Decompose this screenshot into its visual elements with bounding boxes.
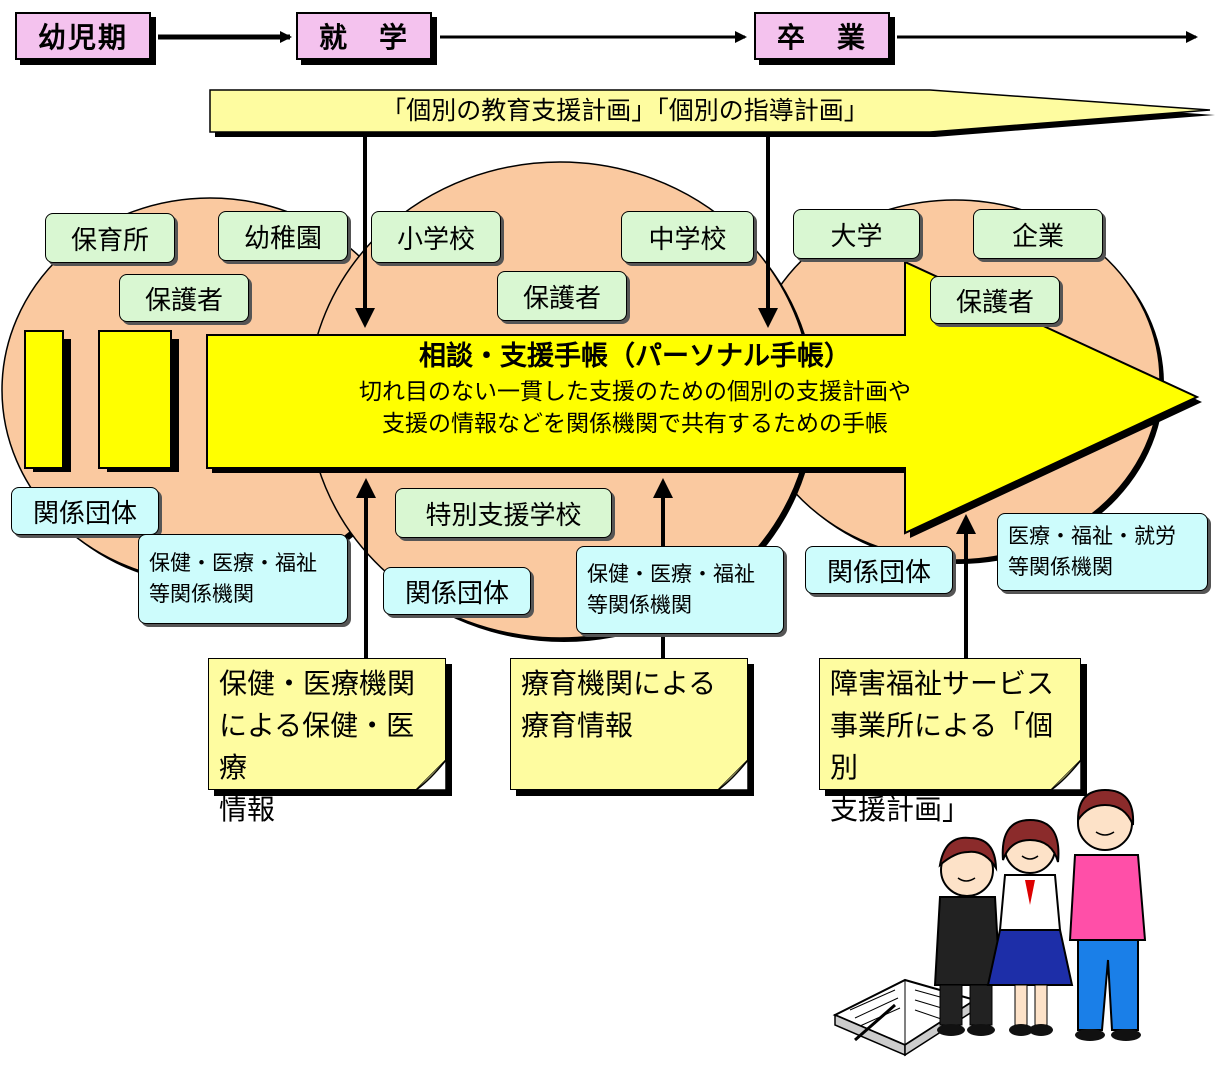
box-guardian-school: 保護者	[497, 271, 627, 321]
note-welfare-line-1: 障害福祉サービス	[830, 667, 1055, 700]
box-special-support-school: 特別支援学校	[395, 488, 612, 538]
note-therapy-line-2: 療育情報	[521, 709, 634, 742]
handbook-description-line-2: 支援の情報などを関係機関で共有するための手帳	[382, 411, 888, 437]
plan-banner-text: 「個別の教育支援計画」「個別の指導計画」	[381, 96, 869, 125]
plan-banner-shape	[209, 89, 1215, 137]
box-nursery: 保育所	[45, 213, 175, 263]
page-fold-icon	[1051, 760, 1081, 790]
box-agencies-after: 医療・福祉・就労 等関係機関	[997, 513, 1208, 591]
page-fold-icon	[416, 760, 446, 790]
box-guardian-early: 保護者	[119, 274, 249, 322]
note-welfare-service-plan: 障害福祉サービス 事業所による「個別 支援計画」	[819, 658, 1081, 826]
agencies-early-line-2: 等関係機関	[149, 582, 254, 606]
students-with-notebook-icon	[832, 788, 1147, 1057]
note-therapy-info: 療育機関による 療育情報	[510, 658, 748, 790]
stage-label-school-entry: 就 学	[296, 12, 432, 60]
box-guardian-after: 保護者	[930, 276, 1060, 324]
note-therapy-line-1: 療育機関による	[521, 667, 717, 700]
box-company: 企業	[973, 209, 1103, 259]
arrow-tail-stripes	[24, 330, 179, 472]
box-junior-high-school: 中学校	[621, 211, 754, 263]
note-health-line-1: 保健・医療機関	[219, 667, 416, 700]
box-related-groups-early: 関係団体	[11, 487, 159, 535]
girl-student-icon	[986, 818, 1074, 1036]
boy-student-icon	[933, 836, 1002, 1036]
handbook-description-line-1: 切れ目のない一貫した支援のための個別の支援計画や	[359, 379, 911, 405]
handbook-title: 相談・支援手帳（パーソナル手帳）	[419, 341, 851, 372]
page-fold-icon	[718, 760, 748, 790]
stage-label-early-childhood: 幼児期	[15, 12, 151, 60]
note-health-line-3: 情報	[219, 793, 276, 826]
note-welfare-line-3: 支援計画」	[830, 793, 971, 826]
agencies-early-line-1: 保健・医療・福祉	[149, 551, 317, 575]
box-related-groups-school: 関係団体	[383, 567, 531, 615]
agencies-after-line-1: 医療・福祉・就労	[1008, 524, 1176, 548]
stage-label-graduation: 卒 業	[754, 12, 890, 60]
box-university: 大学	[793, 209, 920, 259]
handbook-arrow	[206, 260, 1202, 538]
box-kindergarten: 幼稚園	[218, 211, 348, 261]
box-agencies-school: 保健・医療・福祉 等関係機関	[576, 546, 784, 634]
agencies-after-line-2: 等関係機関	[1008, 555, 1113, 579]
agencies-school-line-2: 等関係機関	[587, 593, 692, 617]
note-health-medical-info: 保健・医療機関 による保健・医療 情報	[208, 658, 446, 826]
note-health-line-2: による保健・医療	[219, 709, 415, 784]
box-agencies-early: 保健・医療・福祉 等関係機関	[138, 534, 348, 624]
box-related-groups-after: 関係団体	[805, 546, 953, 594]
adult-person-icon	[1068, 788, 1147, 1041]
note-welfare-line-2: 事業所による「個別	[830, 709, 1054, 784]
agencies-school-line-1: 保健・医療・福祉	[587, 562, 755, 586]
box-elementary-school: 小学校	[371, 211, 501, 263]
